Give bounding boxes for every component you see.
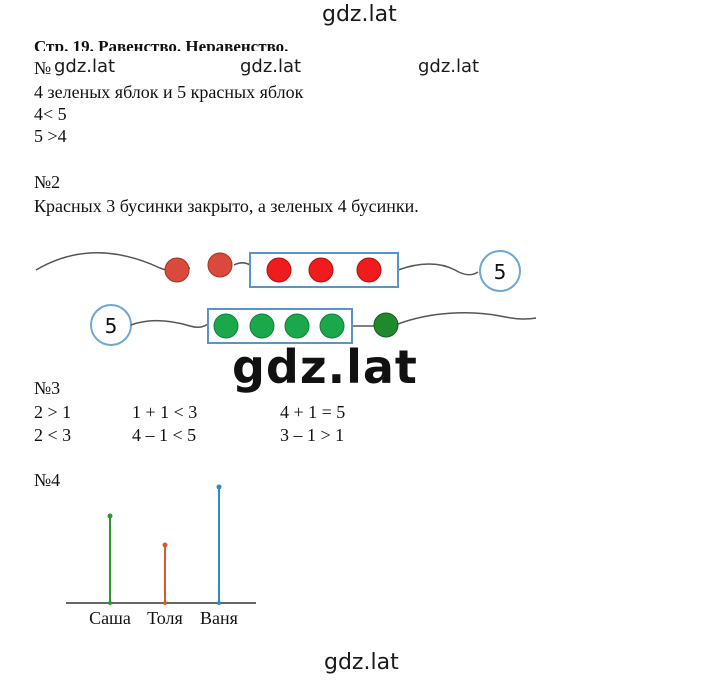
task3-cell: 3 – 1 > 1 [280, 425, 345, 445]
chart-category-label: Толя [147, 608, 183, 628]
watermark-row-2: gdz.lat [240, 56, 302, 77]
bottom-bead-outside [373, 312, 399, 338]
watermark-row-1: gdz.lat [54, 56, 116, 77]
chart-category-label: Ваня [200, 608, 238, 628]
task1-line-3: 5 >4 [34, 126, 67, 146]
chart-bar-top-0 [107, 513, 113, 519]
bottom-count-label: 5 [105, 314, 118, 338]
task3-number: №3 [34, 378, 61, 398]
chart-bar-top-1 [162, 542, 168, 548]
top-bead-1 [164, 257, 190, 283]
task3-cell: 2 < 3 [34, 425, 72, 445]
watermark-center: gdz.lat [232, 340, 418, 394]
chart-bar-base-1 [163, 601, 167, 605]
bottom-string-left [130, 319, 209, 328]
task4-number: №4 [34, 470, 61, 490]
task2-text: Красных 3 бусинки закрыто, а зеленых 4 б… [34, 196, 419, 216]
bottom-string-right [397, 311, 537, 325]
bottom-box [207, 308, 353, 344]
top-count-label: 5 [494, 260, 507, 284]
top-box-bead-3 [356, 257, 382, 283]
top-box [249, 252, 399, 288]
top-box-bead-1 [266, 257, 292, 283]
top-box-bead-2 [308, 257, 334, 283]
bottom-box-bead-3 [284, 313, 310, 339]
watermark-bottom: gdz.lat [324, 650, 399, 675]
page-title: Стр. 19. Равенство. Неравенство. [34, 37, 289, 51]
bottom-box-bead-4 [319, 313, 345, 339]
bottom-box-bead-2 [249, 313, 275, 339]
task3-cell: 1 + 1 < 3 [132, 402, 198, 422]
chart-bar-base-2 [217, 601, 221, 605]
top-count-circle [479, 250, 521, 292]
task2-number: №2 [34, 172, 61, 192]
task3-cell: 2 > 1 [34, 402, 72, 422]
top-string-mid [233, 262, 251, 266]
task1-number: № [34, 58, 52, 78]
task3-cell: 4 + 1 = 5 [280, 402, 346, 422]
watermark-top: gdz.lat [322, 2, 397, 27]
task1-line-1: 4 зеленых яблок и 5 красных яблок [34, 82, 304, 102]
task3-cell: 4 – 1 < 5 [132, 425, 197, 445]
chart-category-label: Саша [89, 608, 131, 628]
top-bead-2 [207, 252, 233, 278]
chart-bar-top-2 [216, 484, 222, 490]
watermark-row-3: gdz.lat [418, 56, 480, 77]
chart-bar-base-0 [108, 601, 112, 605]
top-string-right [397, 263, 479, 276]
task1-line-2: 4< 5 [34, 104, 67, 124]
bottom-box-bead-1 [213, 313, 239, 339]
